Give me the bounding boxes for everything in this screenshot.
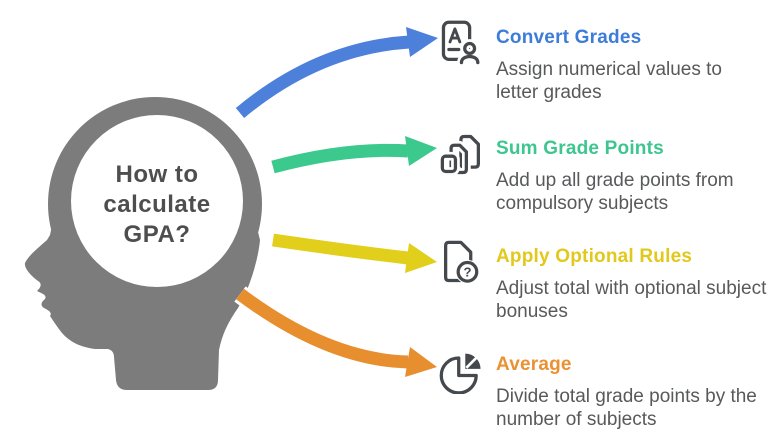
head-question-text: How to calculate GPA? (103, 161, 211, 248)
step-title: Apply Optional Rules (496, 246, 693, 267)
grade-card-icon (441, 20, 483, 67)
step-sum-grade-points: Sum Grade Points Add up all grade points… (438, 125, 768, 215)
arrows (233, 25, 440, 379)
arrow-average (236, 288, 409, 369)
step-description: Assign numerical values to letter grades (496, 59, 722, 103)
step-convert-grades: Convert Grades Assign numerical values t… (438, 14, 768, 104)
svg-text:?: ? (463, 265, 471, 280)
pie-chart-icon (439, 353, 481, 394)
arrow-apply-optional-rules (272, 233, 409, 265)
head-silhouette (24, 97, 262, 390)
step-title: Convert Grades (496, 27, 642, 48)
arrow-convert-grades (235, 35, 410, 118)
stacked-pages-icon (438, 134, 480, 177)
arrow-sum-grade-points-head (403, 134, 439, 168)
step-title: Sum Grade Points (496, 138, 664, 159)
brain-circle (71, 115, 243, 287)
step-title: Average (496, 354, 572, 375)
arrow-apply-optional-rules-head (403, 241, 439, 275)
arrow-sum-grade-points (271, 143, 409, 174)
step-apply-optional-rules: ? Apply Optional Rules Adjust total with… (438, 233, 768, 323)
arrow-convert-grades-head (404, 25, 440, 59)
step-description: Adjust total with optional subject bonus… (496, 278, 767, 322)
arrow-average-head (403, 345, 439, 379)
step-average: Average Divide total grade points by the… (438, 341, 768, 431)
document-question-icon: ? (444, 240, 480, 284)
step-description: Add up all grade points from compulsory … (496, 170, 734, 214)
step-description: Divide total grade points by the number … (496, 386, 757, 430)
